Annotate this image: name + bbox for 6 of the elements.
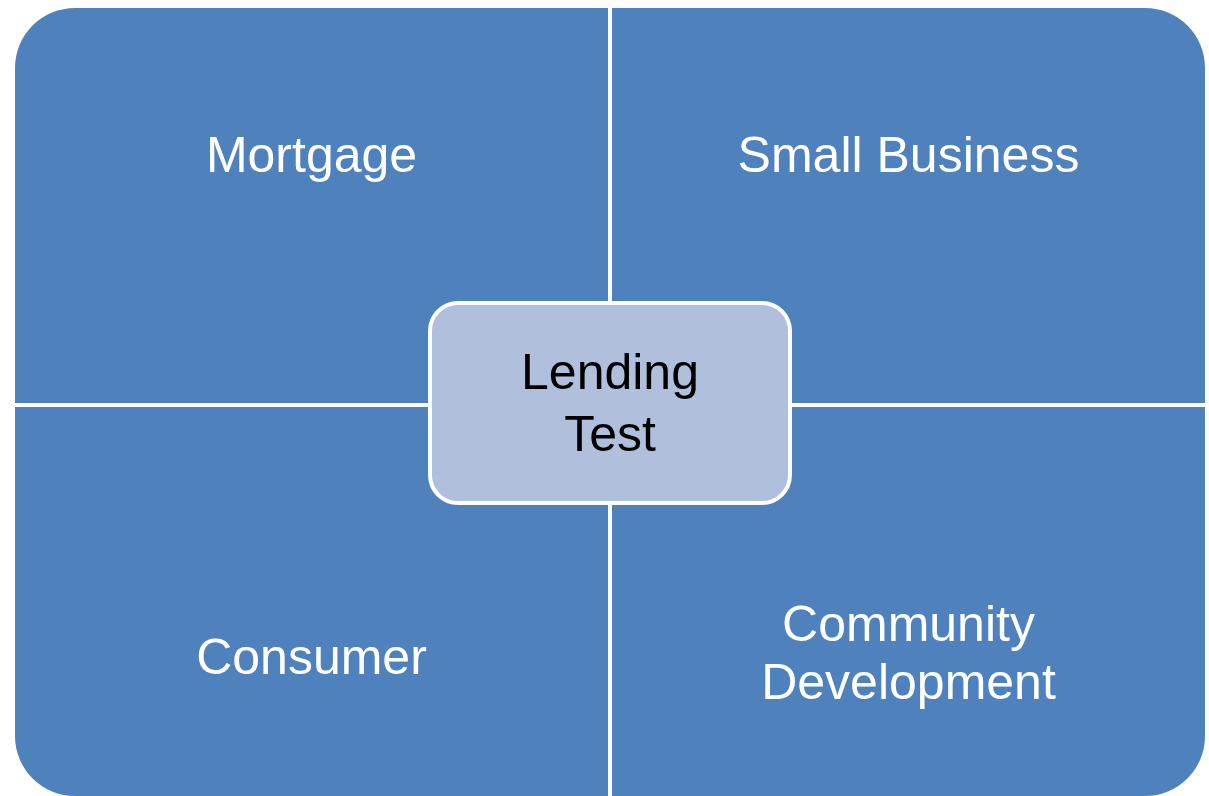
node-label: Small Business [737,126,1080,184]
center-box [428,301,792,505]
node-label: Community Development [760,595,1057,711]
node-label: Mortgage [205,126,418,184]
node-label: Consumer [196,628,427,686]
node-label: Lending Test [520,342,700,464]
